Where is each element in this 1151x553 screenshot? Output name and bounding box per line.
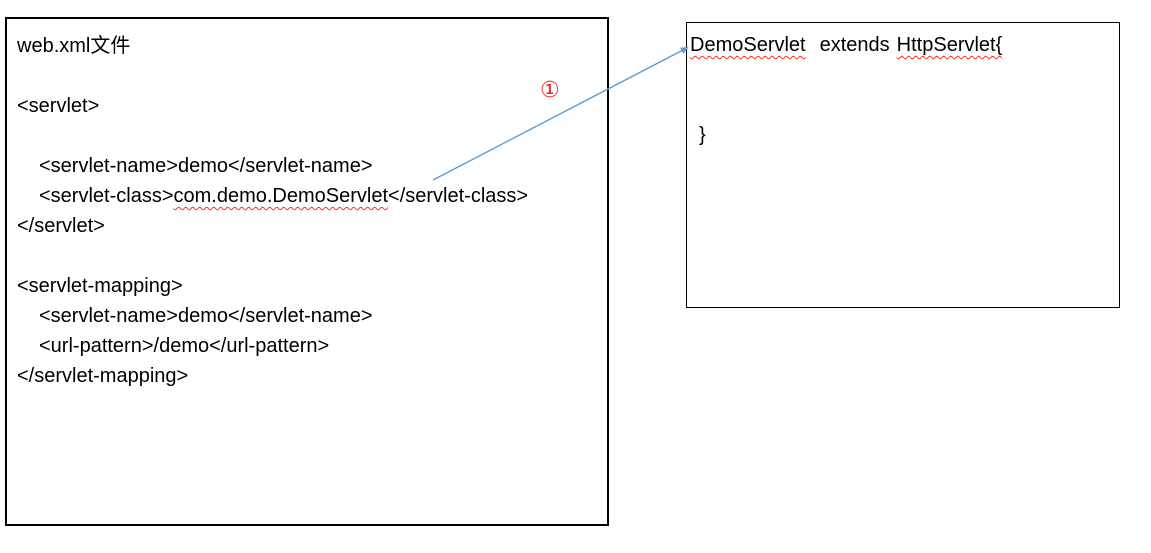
servlet-mapping-close-tag: </servlet-mapping> bbox=[17, 365, 189, 387]
blank-line bbox=[690, 90, 1115, 120]
extends-keyword: extends bbox=[819, 34, 890, 56]
class-declaration-line: DemoServlet extends HttpServlet{ bbox=[690, 30, 1115, 60]
servlet-class-suffix: </servlet-class> bbox=[388, 185, 529, 207]
superclass-text: HttpServlet{ bbox=[896, 34, 1003, 56]
servlet-name-line: <servlet-name>demo</servlet-name> bbox=[39, 155, 373, 177]
java-class-box: DemoServlet extends HttpServlet{ } bbox=[686, 22, 1120, 308]
class-name-text: DemoServlet bbox=[690, 34, 806, 56]
webxml-title: web.xml文件 bbox=[17, 35, 131, 57]
blank-line bbox=[17, 121, 601, 151]
servlet-mapping-open-tag: <servlet-mapping> bbox=[17, 275, 183, 297]
servlet-class-line: <servlet-class>com.demo.DemoServlet</ser… bbox=[17, 181, 601, 211]
servlet-class-value: com.demo.DemoServlet bbox=[173, 185, 389, 207]
webxml-box: web.xml文件 <servlet> <servlet-name>demo</… bbox=[5, 17, 609, 526]
blank-line bbox=[17, 241, 601, 271]
mapping-servlet-name-line: <servlet-name>demo</servlet-name> bbox=[39, 305, 373, 327]
servlet-open-tag: <servlet> bbox=[17, 95, 100, 117]
url-pattern-line: <url-pattern>/demo</url-pattern> bbox=[39, 335, 330, 357]
blank-line bbox=[17, 61, 601, 91]
closing-brace: } bbox=[699, 124, 706, 146]
step-annotation: ① bbox=[540, 78, 560, 103]
servlet-class-prefix: <servlet-class> bbox=[39, 185, 174, 207]
servlet-close-tag: </servlet> bbox=[17, 215, 105, 237]
blank-line bbox=[690, 60, 1115, 90]
